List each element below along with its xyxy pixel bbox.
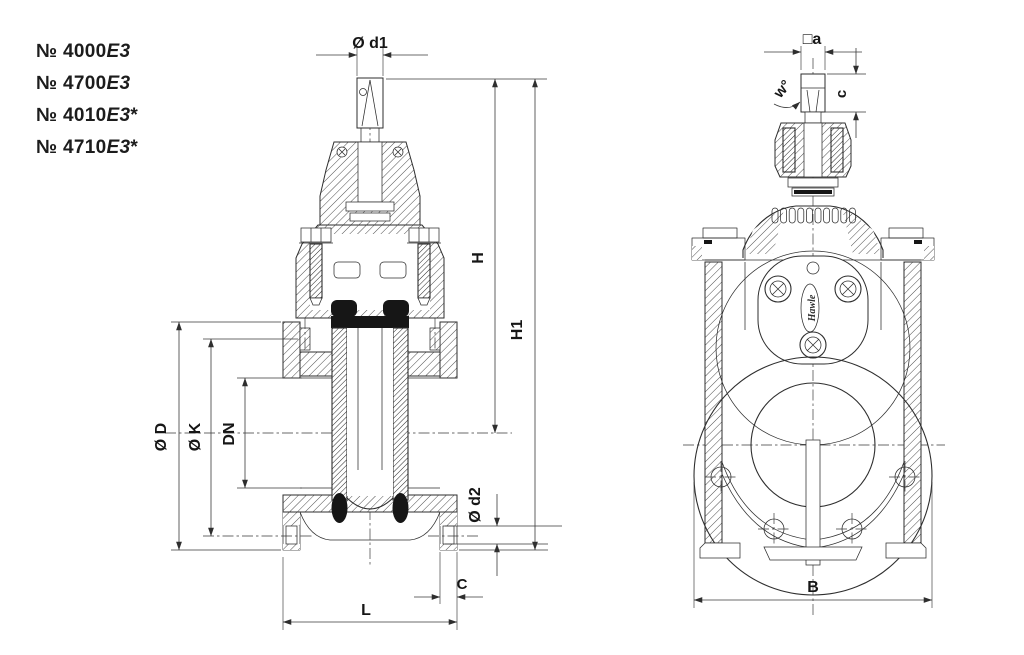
model-code: E3 <box>106 105 131 126</box>
model-number: № 4700E3 <box>36 68 138 100</box>
model-code: E3 <box>106 73 131 94</box>
model-number: № 4710E3* <box>36 132 138 164</box>
dim-label-D: Ø D <box>153 423 170 451</box>
body-bottom-arch <box>299 511 441 541</box>
model-code: E3 <box>106 41 131 62</box>
model-list: № 4000E3 № 4700E3 № 4010E3* № 4710E3* <box>36 36 138 164</box>
bonnet-bolt-right <box>407 227 441 306</box>
dim-label-DN: DN <box>221 422 238 445</box>
dim-label-d1: Ø d1 <box>352 35 388 52</box>
model-star: * <box>130 105 139 126</box>
bore-lines <box>300 377 440 489</box>
cover-bolt <box>834 275 862 303</box>
flange-left <box>203 318 312 551</box>
model-no: № 4700 <box>36 73 107 94</box>
model-code: E3 <box>106 137 131 158</box>
gate-wedge <box>331 300 409 523</box>
dim-label-H1: H1 <box>509 320 526 341</box>
bonnet-dome <box>742 205 884 258</box>
flange-bolt-hole <box>889 461 921 493</box>
hawle-logo: Hawle <box>807 294 818 322</box>
logo-oval <box>800 283 820 333</box>
flange-right <box>428 318 478 551</box>
dim-label-C: C <box>457 576 468 593</box>
cover-bolt <box>799 331 827 359</box>
flange-bolt-hole <box>285 525 298 545</box>
body-top-wall <box>407 351 441 377</box>
model-no: № 4010 <box>36 105 107 126</box>
dim-label-d2: Ø d2 <box>467 487 484 523</box>
model-no: № 4710 <box>36 137 107 158</box>
model-no: № 4000 <box>36 41 107 62</box>
wing-left <box>691 227 746 261</box>
model-star: * <box>130 137 139 158</box>
dim-label-H: H <box>470 252 487 264</box>
cover-bolt <box>764 275 792 303</box>
dim-label-w: w° <box>770 77 795 102</box>
dim-label-c: c <box>833 90 850 98</box>
front-view: Ø d1 H H1 Ø D Ø K DN Ø d2 <box>153 35 562 630</box>
stem-cap <box>356 77 384 129</box>
dim-label-a: □a <box>803 31 822 48</box>
dim-label-B: B <box>807 579 819 596</box>
foot-left <box>699 542 741 559</box>
body-bottom-curve <box>721 461 905 541</box>
stem-square <box>800 73 826 113</box>
flange-bolt-hole <box>705 461 737 493</box>
dim-label-K: Ø K <box>187 422 204 451</box>
bonnet-ribs <box>771 207 856 224</box>
bonnet-bolt-left <box>299 227 333 306</box>
dim-label-L: L <box>361 602 371 619</box>
bonnet-cover-plate <box>757 255 869 365</box>
wing-right <box>880 227 935 261</box>
wedge-bottom <box>805 439 821 566</box>
flange-bolt-hole <box>442 525 455 545</box>
body-top-wall <box>299 351 333 377</box>
flange-circle <box>693 356 933 596</box>
model-number: № 4010E3* <box>36 100 138 132</box>
foot-center <box>763 546 863 561</box>
foot-right <box>885 542 927 559</box>
model-number: № 4000E3 <box>36 36 138 68</box>
side-view: □a c w° <box>683 31 945 618</box>
stem-cap-hole <box>359 88 367 96</box>
